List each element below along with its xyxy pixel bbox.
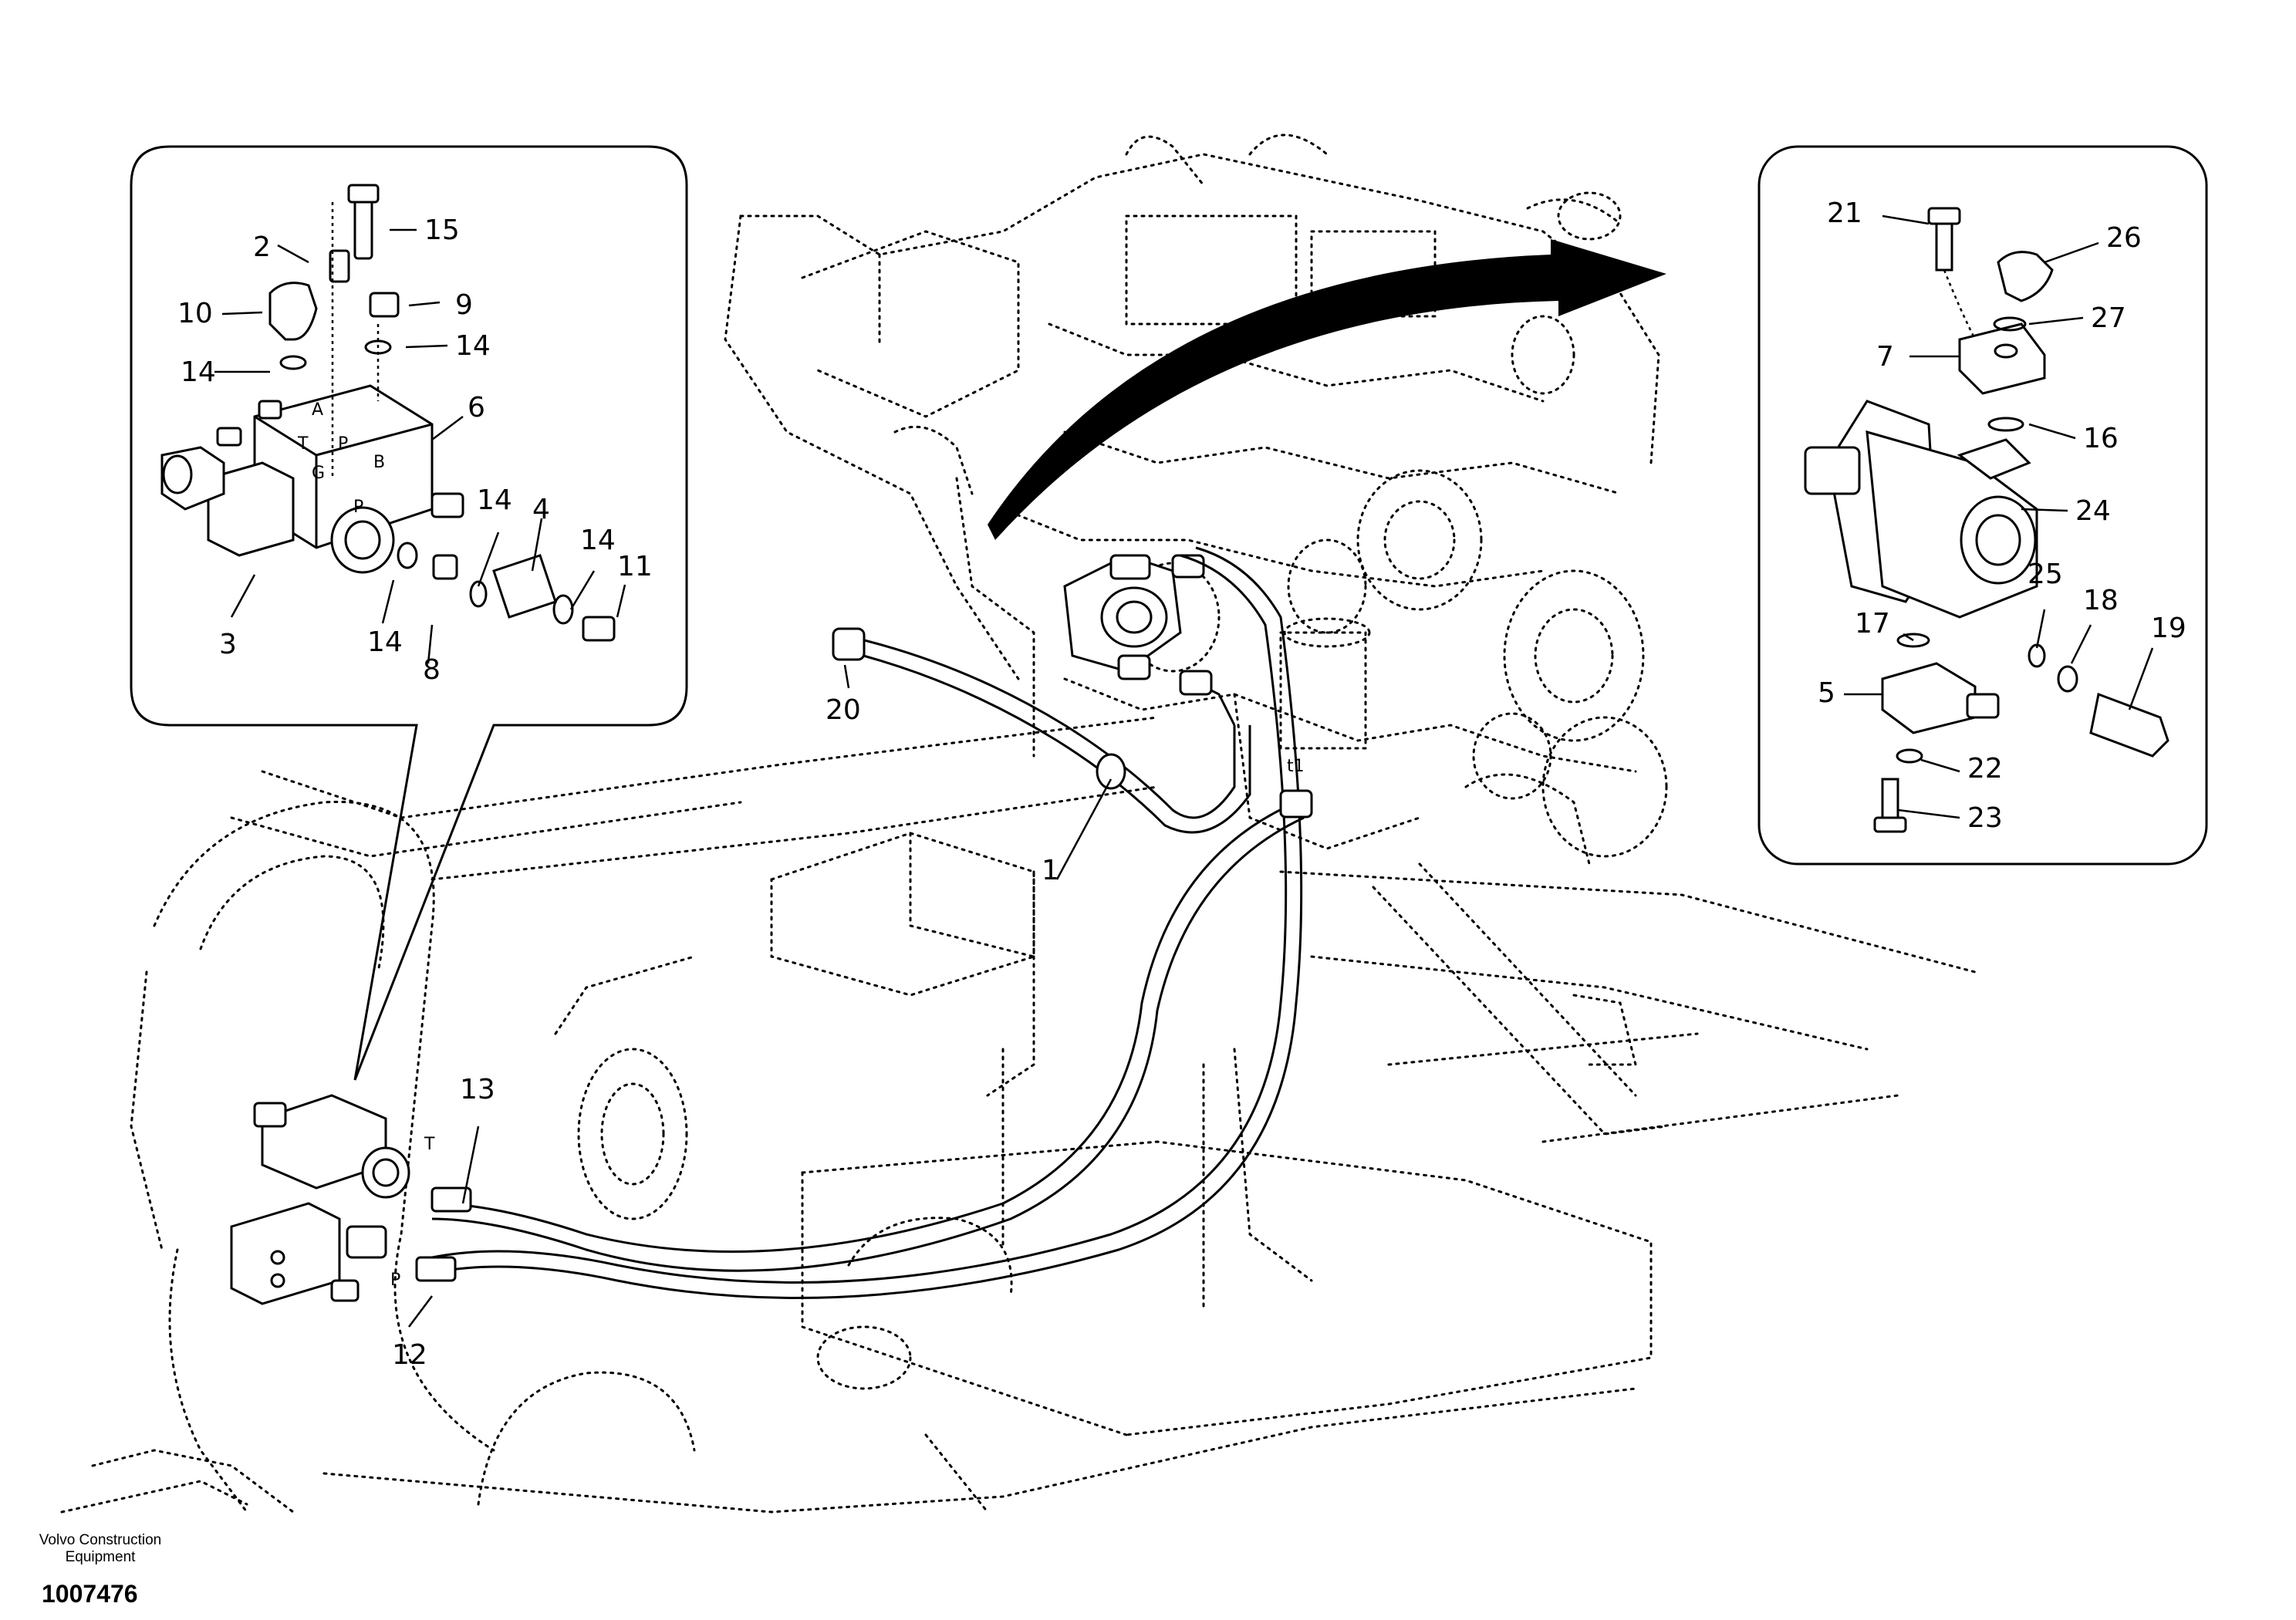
port-label-g: G bbox=[312, 464, 325, 483]
port-label-p-top: P bbox=[338, 434, 348, 454]
drawing-number: 1007476 bbox=[42, 1580, 138, 1608]
callout-6: 6 bbox=[468, 392, 485, 424]
callout-13: 13 bbox=[460, 1074, 495, 1105]
callout-9: 9 bbox=[455, 289, 473, 321]
callout-11: 11 bbox=[617, 551, 653, 582]
callout-15: 15 bbox=[424, 214, 460, 246]
callout-25: 25 bbox=[2028, 559, 2063, 590]
callout-23: 23 bbox=[1967, 802, 2003, 834]
port-label-main-p: P bbox=[390, 1271, 400, 1290]
valve-detail-panel bbox=[130, 145, 688, 1081]
port-label-t: T bbox=[297, 434, 309, 454]
callout-26: 26 bbox=[2106, 222, 2142, 254]
callout-19: 19 bbox=[2151, 613, 2186, 644]
callout-7: 7 bbox=[1876, 341, 1894, 373]
port-label-p-side: P bbox=[353, 498, 363, 517]
callout-14-lower-c: 14 bbox=[580, 525, 616, 556]
callout-4: 4 bbox=[532, 494, 550, 525]
manufacturer-label: Volvo Construction Equipment bbox=[39, 1532, 162, 1565]
callout-24: 24 bbox=[2075, 495, 2111, 527]
callout-12: 12 bbox=[392, 1339, 427, 1371]
callout-10: 10 bbox=[177, 298, 213, 329]
callout-1: 1 bbox=[1042, 855, 1059, 886]
callout-18: 18 bbox=[2083, 585, 2119, 616]
callout-20: 20 bbox=[826, 694, 861, 726]
pump-detail-panel bbox=[988, 145, 2208, 866]
callout-16: 16 bbox=[2083, 423, 2119, 454]
callout-14-upper-right: 14 bbox=[455, 330, 491, 362]
ghosted-engine bbox=[724, 133, 1668, 866]
callout-14-lower-a: 14 bbox=[477, 484, 512, 516]
callout-22: 22 bbox=[1967, 753, 2003, 785]
callout-27: 27 bbox=[2091, 302, 2126, 334]
pump-assembly bbox=[1063, 554, 1205, 680]
callout-14-lower-b: 14 bbox=[367, 626, 403, 658]
main-valve-block bbox=[230, 1094, 472, 1305]
port-label-t1: t1 bbox=[1287, 757, 1305, 776]
callout-17: 17 bbox=[1855, 608, 1890, 640]
callout-14-upper-left: 14 bbox=[181, 356, 216, 388]
port-label-b: B bbox=[373, 453, 385, 472]
callout-2: 2 bbox=[253, 231, 271, 263]
port-label-a: A bbox=[312, 400, 323, 420]
callout-21: 21 bbox=[1827, 197, 1862, 229]
callout-8: 8 bbox=[423, 654, 441, 686]
ghosted-machine-frame bbox=[60, 716, 1977, 1514]
callout-3: 3 bbox=[219, 629, 237, 660]
hoses bbox=[431, 546, 1313, 1299]
callout-5: 5 bbox=[1818, 677, 1835, 709]
leader-lines bbox=[214, 214, 2154, 1328]
port-label-main-t: T bbox=[424, 1135, 435, 1154]
